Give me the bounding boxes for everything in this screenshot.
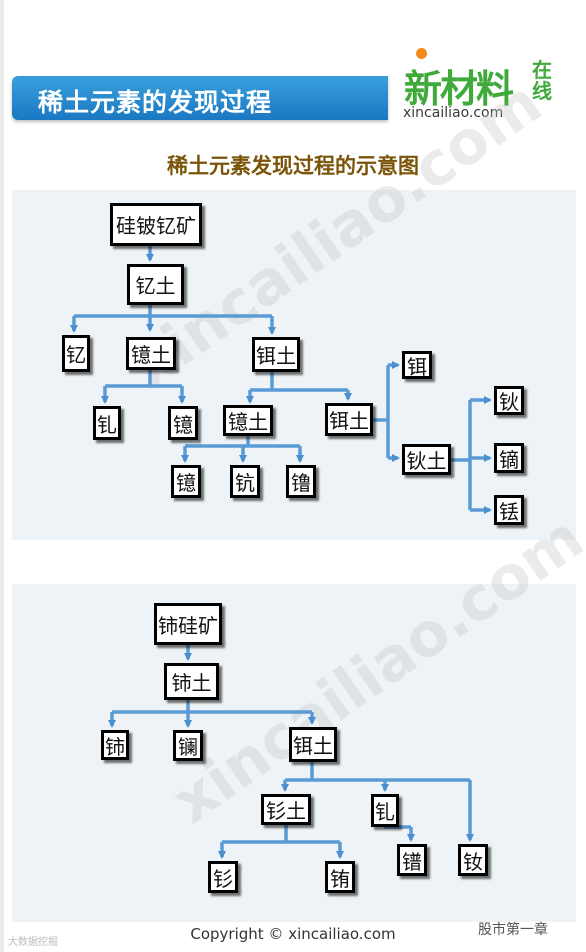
- logo-url: xincailiao.com: [403, 105, 504, 121]
- node-gadolinium: 钆: [93, 406, 121, 440]
- node-terbia: 镱土: [126, 337, 176, 370]
- logo-badge: 在线: [532, 58, 552, 103]
- node-holmia: 钬土: [402, 444, 451, 475]
- node-erbia: 铒土: [252, 337, 300, 372]
- node-ytterbia: 镱土: [223, 405, 273, 436]
- header-banner: [12, 76, 388, 120]
- diagram-subtitle: 稀土元素发现过程的示意图: [167, 154, 419, 178]
- source-left: 大数据挖掘: [8, 937, 58, 948]
- node-holmium: 钬: [494, 386, 524, 415]
- node-didymia: 铒土: [289, 727, 337, 762]
- node-ceria: 铈土: [164, 663, 219, 700]
- node-lanthanum: 镧: [173, 730, 203, 761]
- node-scandium: 钪: [230, 465, 260, 498]
- node-erbium: 铒: [402, 351, 432, 379]
- node-praseodymium: 镨: [397, 844, 427, 876]
- node-yttria: 钇土: [127, 264, 184, 305]
- node-ytterbium: 镱: [171, 465, 201, 498]
- node-samarium: 钐: [208, 861, 238, 893]
- node-samaria: 钐土: [261, 794, 311, 825]
- node-lutetium: 镥: [286, 465, 316, 498]
- page-title: 稀土元素的发现过程: [38, 88, 273, 117]
- node-erbia-2: 铒土: [325, 403, 373, 436]
- node-yttrium: 钇: [62, 335, 90, 372]
- node-thulium: 铥: [494, 495, 524, 525]
- node-terbium: 镱: [168, 406, 198, 440]
- logo-name: 新材料: [404, 67, 514, 111]
- node-gadolinium-2: 钆: [371, 794, 399, 827]
- copyright: Copyright © xincailiao.com: [190, 925, 396, 943]
- node-cerite: 铈硅矿: [154, 603, 222, 645]
- logo-dot-icon: [416, 48, 427, 59]
- node-neodymium: 钕: [458, 844, 488, 876]
- node-cerium: 铈: [101, 730, 129, 760]
- source-right: 股市第一章: [478, 922, 548, 938]
- left-edge-bar: [0, 0, 4, 952]
- node-europium: 铕: [325, 861, 355, 893]
- node-dysprosium: 镝: [494, 443, 524, 473]
- node-gadolinite: 硅铍钇矿: [110, 203, 202, 246]
